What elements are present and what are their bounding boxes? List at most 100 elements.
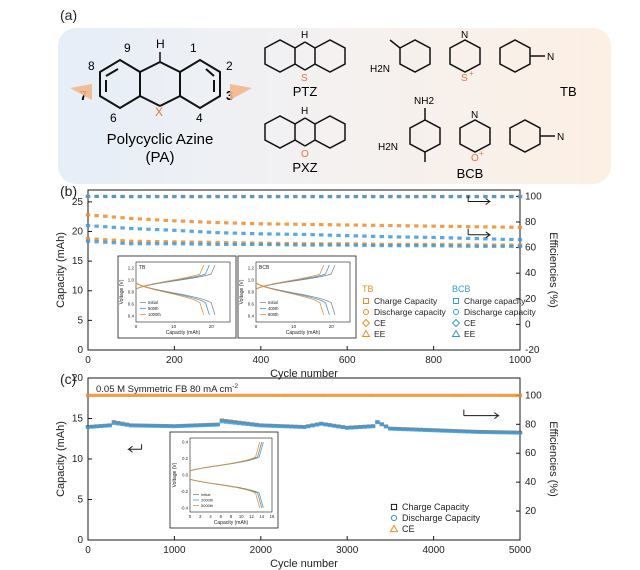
chart-c-y2tick-label: 40 [525, 477, 537, 488]
chart-b-point [474, 195, 479, 199]
chart-b-point [137, 227, 143, 231]
chart-c-point [396, 393, 402, 397]
chart-c-point [141, 393, 147, 397]
chart-c-arrow-left-icon [127, 444, 143, 453]
chart-b-point [249, 221, 255, 226]
pa-position-8: 8 [88, 59, 95, 73]
chart-c-point [440, 429, 445, 433]
chart-c-point [94, 393, 99, 397]
chart-b-point [111, 215, 117, 219]
chart-c-point [496, 393, 501, 397]
chart-b-point [129, 195, 134, 199]
chart-b-inset-box [237, 255, 357, 339]
chart-b-point [509, 237, 514, 242]
chart-c-legend-item: Discharge Capacity [402, 513, 481, 523]
chart-b-point [396, 244, 402, 248]
chart-b-inset-ytick: 0.8 [128, 290, 135, 295]
chart-b-inset-xlabel: Capacity (mAh) [286, 330, 321, 336]
chart-c-point [440, 393, 445, 397]
tb-charge: + [469, 69, 474, 78]
chart-b-point [284, 222, 289, 226]
chart-c-point [133, 393, 138, 397]
chart-b-point [137, 242, 143, 246]
chart-c-point [327, 423, 333, 428]
chart-c-point [314, 393, 320, 397]
chart-c-point [349, 426, 354, 430]
chart-c-point [401, 393, 406, 397]
chart-c-point [396, 427, 402, 431]
chart-b-xtick-label: 600 [339, 355, 356, 366]
chart-c-point [340, 425, 346, 430]
chart-c-point [146, 393, 151, 397]
chart-b-point [422, 195, 428, 199]
chart-b-point [440, 244, 445, 248]
chart-b-point [206, 242, 212, 246]
chart-c-point [120, 393, 125, 397]
chart-b-point [215, 240, 220, 245]
chart-b-point [474, 225, 479, 229]
chart-b-point [483, 195, 488, 199]
chart-c-point [345, 426, 350, 430]
chart-c-inset-legend-item: 5000th [201, 503, 213, 508]
chart-b-point [146, 217, 151, 221]
chart-c-point [366, 425, 371, 429]
chart-b-point [85, 223, 91, 228]
chart-b-point [474, 236, 479, 241]
bcb-ring-n: N [471, 110, 478, 121]
chart-c-point [370, 425, 376, 429]
chart-b-point [267, 232, 272, 236]
pxz-heteroatom: O [301, 149, 309, 160]
chart-c-point [232, 393, 238, 397]
chart-b-point [379, 223, 384, 228]
chart-b-inset-legend-item: 500th [148, 306, 159, 311]
chart-c-point [453, 393, 458, 397]
chart-c-title: 0.05 M Symmetric FB 80 mA cm-2 [96, 383, 238, 395]
chart-c-point [323, 423, 328, 427]
chart-b-point [500, 237, 505, 241]
chart-b-xtick-label: 200 [166, 355, 183, 366]
chart-b-ylabel: Capacity (mAh) [55, 232, 67, 308]
chart-b-y2tick-label: -20 [525, 345, 540, 356]
chart-c-legend-item: Charge Capacity [402, 502, 470, 512]
chart-b-point [224, 231, 229, 235]
chart-b-inset-title: BCB [259, 265, 270, 271]
chart-c-point [254, 393, 259, 397]
chart-b-point [258, 222, 263, 226]
chart-c-point [319, 393, 324, 397]
chart-c-point [461, 430, 467, 434]
chart-c-point [366, 393, 371, 397]
chart-b-legend-tb-marker [361, 318, 371, 328]
chart-c-point [332, 424, 337, 428]
chart-c-legend-marker [390, 503, 398, 511]
molecule-tb [389, 39, 545, 73]
chart-b-legend-bcb-item: CE [464, 318, 476, 328]
bcb-charge: + [479, 149, 484, 158]
chart-c-point [185, 424, 190, 428]
chart-b-point [103, 214, 108, 218]
chart-c-point [211, 423, 216, 427]
pxz-nh: H [301, 106, 308, 117]
chart-c-point [353, 426, 359, 430]
chart-b-point [414, 235, 419, 239]
chart-b-point [440, 236, 445, 240]
chart-c-point [357, 393, 363, 397]
chart-b-point [405, 224, 410, 228]
chart-b-point [509, 195, 514, 199]
chart-b-legend-tb-item: Discharge capacity [374, 307, 447, 317]
chart-b-point [405, 195, 410, 199]
chart-b-point [103, 194, 108, 199]
chart-c-point [314, 423, 320, 427]
chart-b-point [319, 195, 324, 199]
chart-c-point [478, 393, 484, 397]
chart-c-point [94, 425, 99, 429]
chart-c-point [219, 420, 225, 424]
chart-b-point [491, 237, 497, 241]
chart-c-point [301, 393, 307, 397]
chart-b-inset-ytick: 0.8 [248, 290, 255, 295]
chart-c-point [405, 393, 410, 397]
chart-b-point [180, 229, 186, 233]
chart-c-inset-ytick: -0.2 [181, 489, 189, 494]
chart-b-point [206, 195, 212, 199]
chart-b-y2tick-label: 40 [525, 268, 537, 279]
chart-b-point [189, 195, 194, 199]
